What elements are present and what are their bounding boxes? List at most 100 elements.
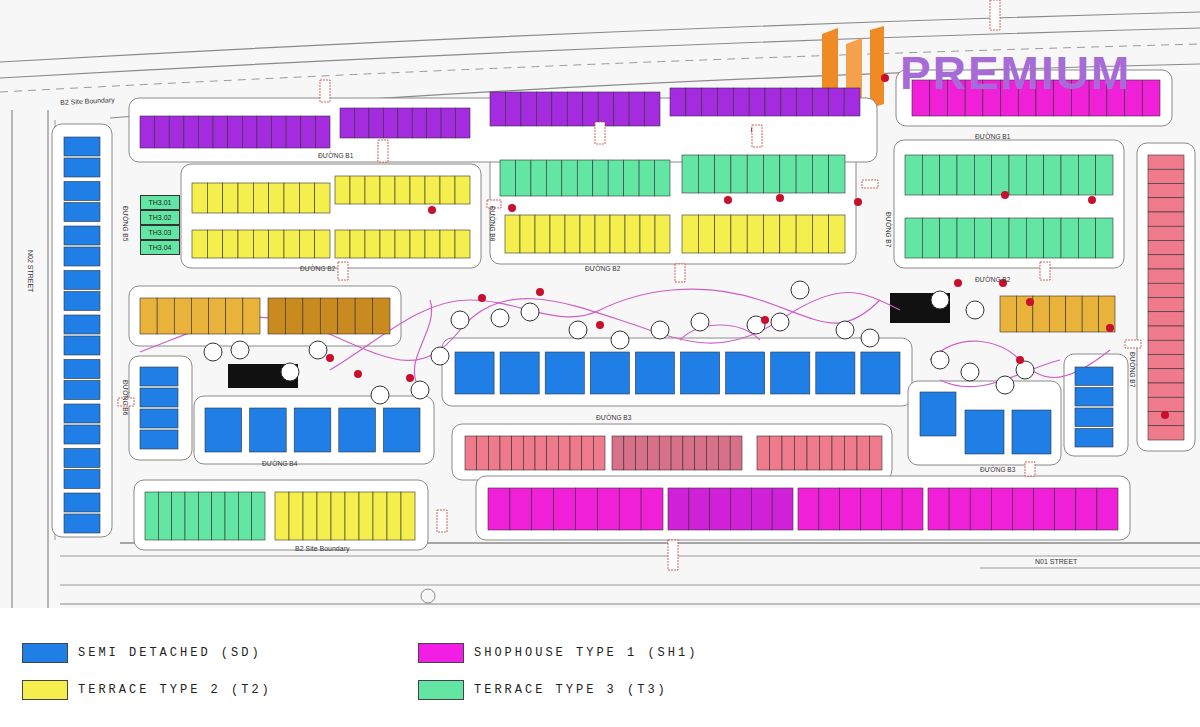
red-dot bbox=[954, 279, 962, 287]
lot bbox=[250, 408, 287, 452]
legend-text: TERRACE TYPE 2 (T2) bbox=[78, 684, 272, 696]
lot bbox=[1009, 155, 1026, 195]
lot bbox=[597, 488, 619, 530]
lot bbox=[757, 436, 770, 470]
lot bbox=[655, 215, 670, 253]
lot bbox=[765, 88, 781, 116]
lot bbox=[317, 492, 331, 540]
street-line bbox=[60, 585, 1200, 586]
lot bbox=[488, 436, 500, 470]
lot bbox=[395, 176, 410, 204]
lot bbox=[733, 88, 749, 116]
crossing bbox=[1125, 340, 1141, 348]
lot bbox=[965, 410, 1004, 454]
road-curb bbox=[134, 480, 428, 550]
legend-swatch bbox=[22, 680, 68, 700]
red-dot bbox=[354, 370, 362, 378]
tree bbox=[961, 363, 979, 381]
lot bbox=[813, 88, 829, 116]
lot bbox=[645, 92, 660, 126]
lot bbox=[1049, 296, 1065, 332]
lot bbox=[157, 298, 174, 334]
lot bbox=[726, 352, 765, 394]
lot bbox=[521, 92, 536, 126]
lot bbox=[558, 436, 570, 470]
lot bbox=[598, 92, 613, 126]
lot bbox=[1026, 155, 1043, 195]
lot bbox=[1148, 383, 1184, 397]
lot bbox=[870, 436, 883, 470]
lot bbox=[1075, 408, 1113, 427]
lot bbox=[465, 436, 477, 470]
tree bbox=[611, 331, 629, 349]
road-label: ĐƯỜNG B3 bbox=[596, 415, 631, 422]
lot bbox=[1148, 397, 1184, 411]
lot bbox=[207, 183, 222, 213]
lot bbox=[992, 155, 1009, 195]
lot bbox=[922, 155, 939, 195]
lot bbox=[780, 215, 796, 253]
lot bbox=[610, 215, 625, 253]
lot bbox=[619, 488, 641, 530]
lot bbox=[380, 176, 395, 204]
lot bbox=[1148, 355, 1184, 369]
lot bbox=[64, 425, 100, 444]
lot bbox=[731, 215, 747, 253]
road-label: ĐƯỜNG B2 bbox=[975, 277, 1010, 284]
tree bbox=[966, 301, 984, 319]
crossing bbox=[1025, 462, 1035, 476]
road-label: ĐƯỜNG B7 bbox=[885, 212, 892, 247]
lot bbox=[940, 155, 957, 195]
lot bbox=[64, 292, 100, 311]
lot bbox=[730, 436, 742, 470]
lot bbox=[970, 488, 991, 530]
lot bbox=[64, 203, 100, 222]
lot bbox=[383, 108, 397, 138]
lot-code: TH3.03 bbox=[149, 229, 172, 236]
lot bbox=[1061, 155, 1078, 195]
lot bbox=[441, 108, 455, 138]
lot bbox=[345, 492, 359, 540]
lot bbox=[562, 160, 577, 196]
lot bbox=[64, 449, 100, 468]
lot bbox=[303, 492, 317, 540]
crossing bbox=[675, 264, 685, 282]
crossing bbox=[990, 0, 1000, 30]
lot bbox=[718, 436, 730, 470]
lot bbox=[710, 488, 731, 530]
lot bbox=[140, 298, 157, 334]
tree bbox=[491, 309, 509, 327]
lot bbox=[949, 488, 970, 530]
lot bbox=[350, 176, 365, 204]
lot bbox=[576, 488, 598, 530]
street-line bbox=[11, 110, 12, 608]
lot bbox=[683, 436, 695, 470]
road-label: ĐƯỜNG B3 bbox=[980, 467, 1015, 474]
lot bbox=[655, 160, 670, 196]
lot bbox=[1078, 155, 1095, 195]
lot bbox=[845, 436, 858, 470]
lot bbox=[593, 436, 605, 470]
lot bbox=[816, 352, 855, 394]
lot bbox=[155, 116, 170, 148]
lot bbox=[500, 436, 512, 470]
lot bbox=[1148, 226, 1184, 240]
lot bbox=[668, 488, 689, 530]
lot bbox=[550, 215, 565, 253]
lot bbox=[861, 352, 900, 394]
road-curb bbox=[129, 356, 192, 460]
lot bbox=[565, 215, 580, 253]
lot bbox=[355, 298, 372, 334]
lot bbox=[1034, 488, 1055, 530]
lot bbox=[1148, 184, 1184, 198]
tree bbox=[231, 341, 249, 359]
lot bbox=[1148, 198, 1184, 212]
lot bbox=[1148, 326, 1184, 340]
road-curb bbox=[476, 476, 1130, 540]
tree bbox=[411, 381, 429, 399]
lot bbox=[707, 436, 719, 470]
lot bbox=[928, 488, 949, 530]
lot bbox=[682, 155, 698, 193]
